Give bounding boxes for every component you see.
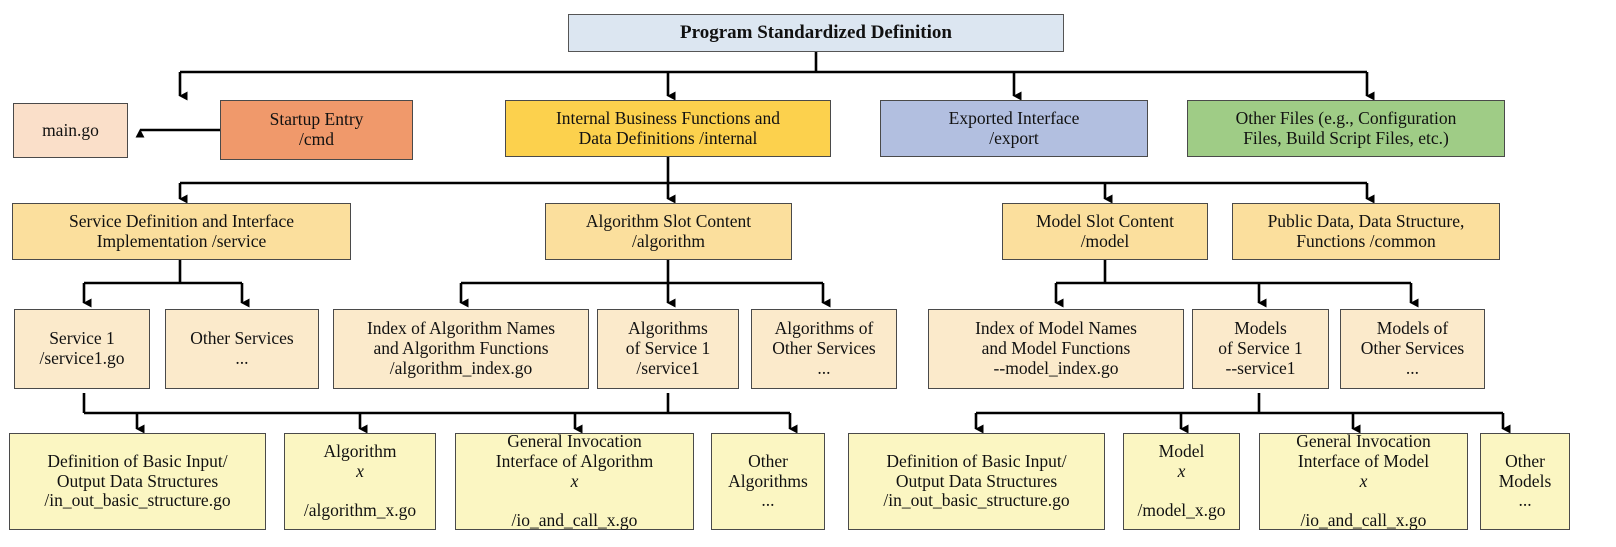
node-model-basic-io-structures[interactable]: Definition of Basic Input/ Output Data S… <box>848 433 1105 530</box>
node-other-files[interactable]: Other Files (e.g., Configuration Files, … <box>1187 100 1505 157</box>
variable-symbol: x <box>570 470 579 491</box>
node-service-1[interactable]: Service 1 /service1.go <box>14 309 150 389</box>
node-models-of-other-services[interactable]: Models of Other Services ... <box>1340 309 1485 389</box>
node-service-definition[interactable]: Service Definition and Interface Impleme… <box>12 203 351 260</box>
node-algorithm-index[interactable]: Index of Algorithm Names and Algorithm F… <box>333 309 589 389</box>
node-other-services[interactable]: Other Services ... <box>165 309 319 389</box>
node-other-models[interactable]: Other Models ... <box>1480 433 1570 530</box>
variable-symbol: x <box>1177 460 1186 481</box>
node-model-slot-content[interactable]: Model Slot Content /model <box>1002 203 1208 260</box>
node-exported-interface[interactable]: Exported Interface /export <box>880 100 1148 157</box>
node-algorithm-x-invocation[interactable]: General Invocation Interface of Algorith… <box>455 431 694 530</box>
node-algorithms-of-service-1[interactable]: Algorithms of Service 1 /service1 <box>597 309 739 389</box>
node-algorithm-x[interactable]: Algorithm x /algorithm_x.go <box>284 433 436 530</box>
node-other-algorithms[interactable]: Other Algorithms ... <box>711 433 825 530</box>
node-internal-business-functions[interactable]: Internal Business Functions and Data Def… <box>505 100 831 157</box>
variable-symbol: x <box>1359 470 1368 491</box>
node-algo-basic-io-structures[interactable]: Definition of Basic Input/ Output Data S… <box>9 433 266 530</box>
node-model-x[interactable]: Model x /model_x.go <box>1123 433 1240 530</box>
node-models-of-service-1[interactable]: Models of Service 1 --service1 <box>1192 309 1329 389</box>
node-algorithm-slot-content[interactable]: Algorithm Slot Content /algorithm <box>545 203 792 260</box>
variable-symbol: x <box>356 460 364 481</box>
node-program-standardized-definition[interactable]: Program Standardized Definition <box>568 14 1064 52</box>
node-model-index[interactable]: Index of Model Names and Model Functions… <box>928 309 1184 389</box>
node-startup-entry[interactable]: Startup Entry /cmd <box>220 100 413 160</box>
node-public-data[interactable]: Public Data, Data Structure, Functions /… <box>1232 203 1500 260</box>
node-algorithms-of-other-services[interactable]: Algorithms of Other Services ... <box>751 309 897 389</box>
node-main-go[interactable]: main.go <box>13 103 128 158</box>
node-model-x-invocation[interactable]: General Invocation Interface of Model x … <box>1259 431 1468 530</box>
